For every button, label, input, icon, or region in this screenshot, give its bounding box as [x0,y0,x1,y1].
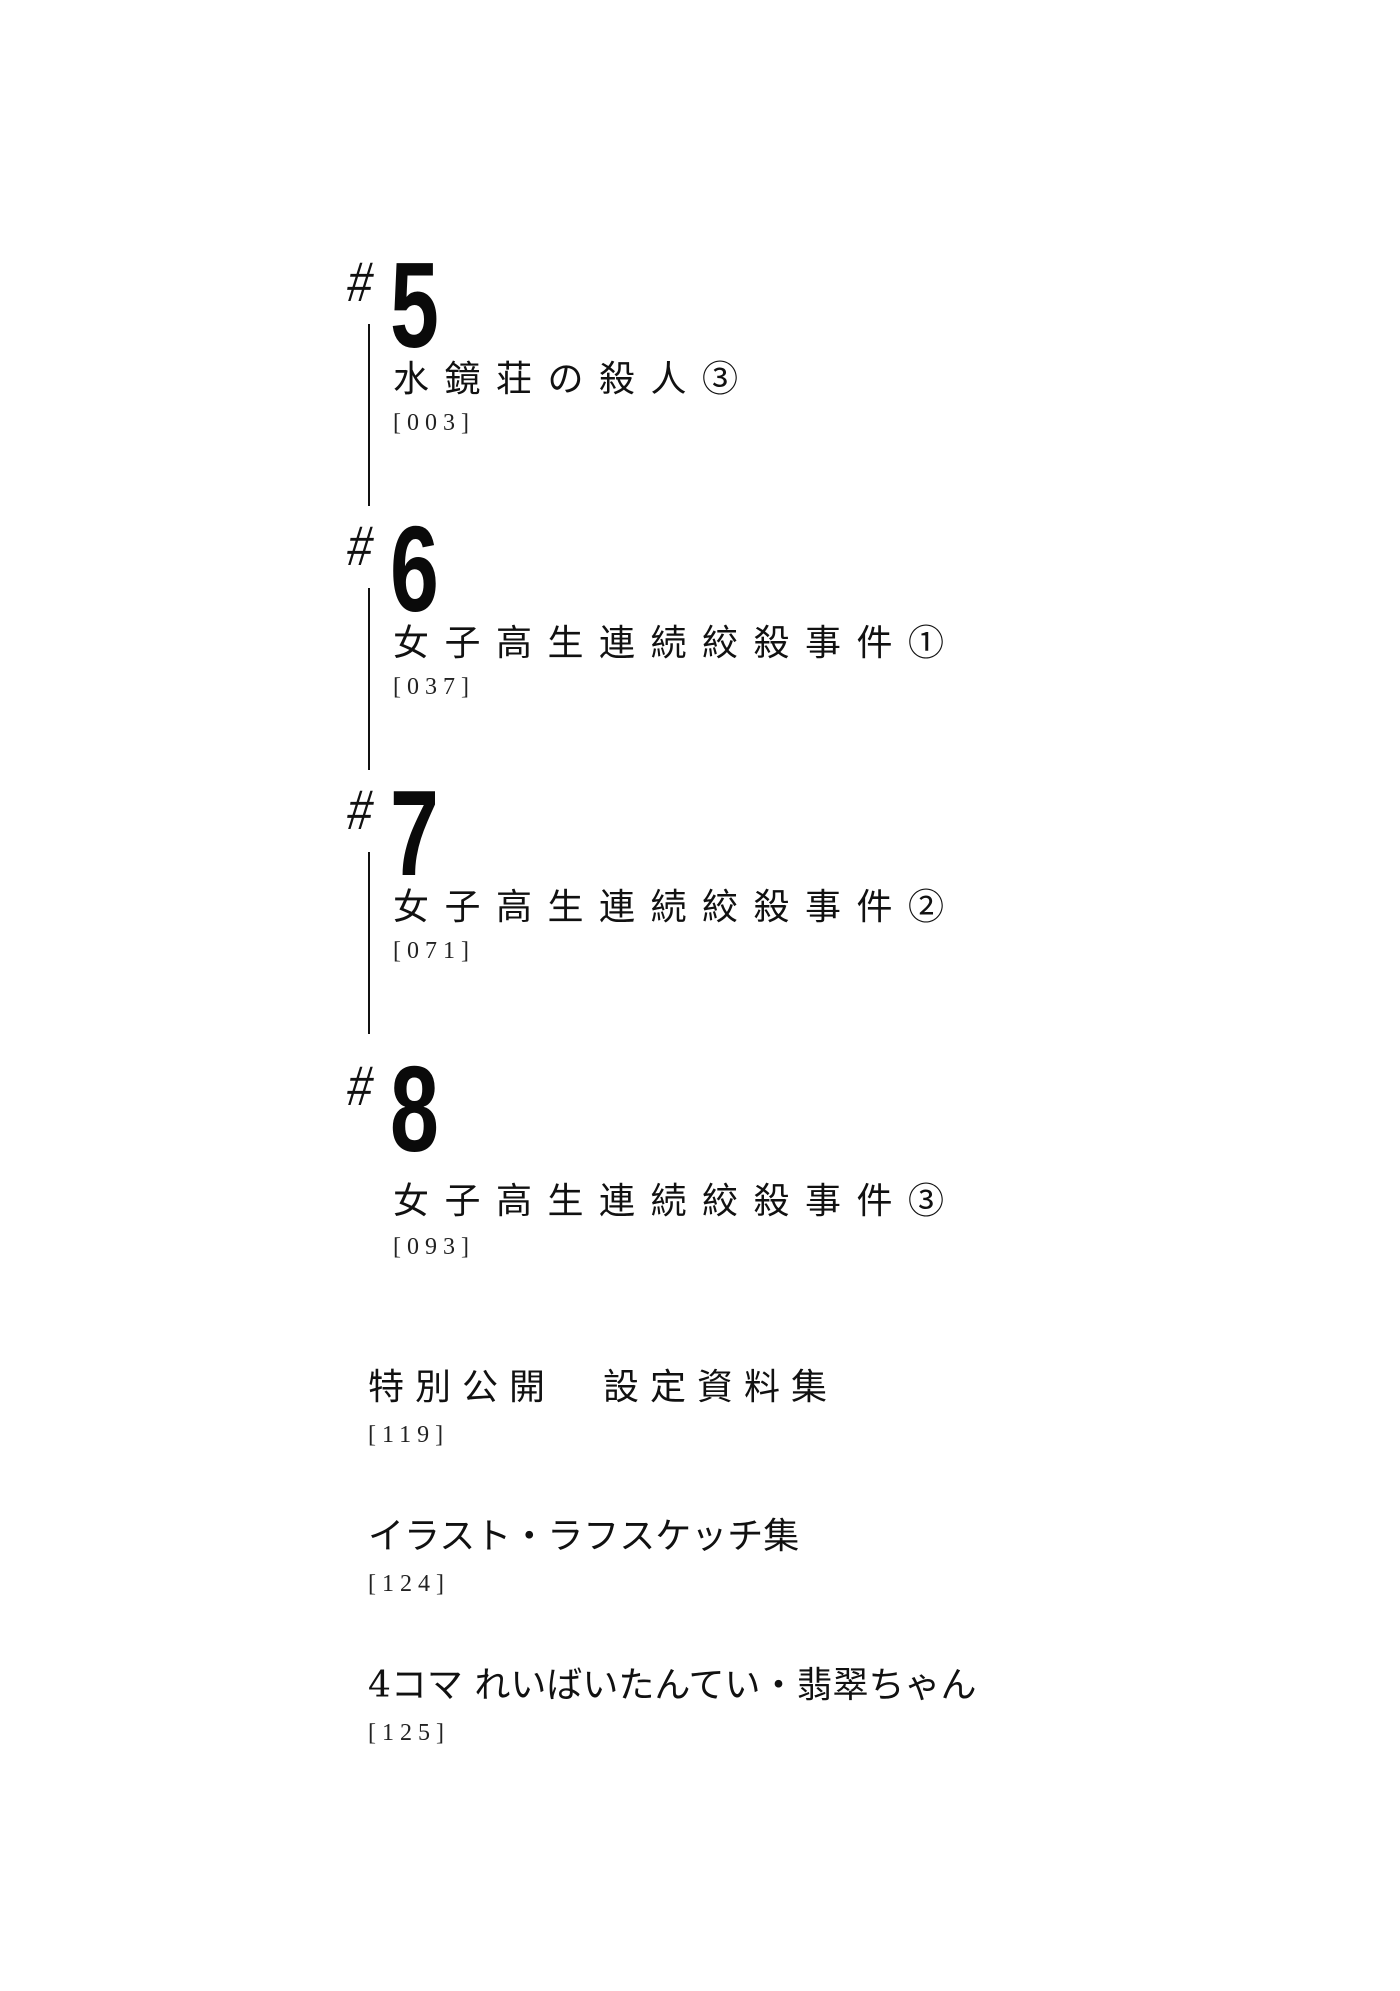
chapter-divider-line [368,588,370,770]
chapter-title: 女子高生連続絞殺事件③ [393,1181,960,1222]
toc-extra-illustration-sketches[interactable]: イラスト・ラフスケッチ集 [124] [368,1515,1268,1599]
chapter-divider-line [368,324,370,506]
chapter-page-number: [093] [393,1234,475,1260]
extra-title: 特別公開 設定資料集 [368,1367,839,1408]
chapter-number: 5 [390,237,439,373]
chapter-title: 水鏡荘の殺人③ [393,359,754,400]
extra-page-number: [124] [368,1571,450,1597]
chapter-divider-line [368,852,370,1034]
toc-chapter-7[interactable]: # 7 女子高生連続絞殺事件② [071] [344,772,1150,1046]
chapter-hash-mark: # [343,1054,378,1117]
toc-extra-4koma[interactable]: 4コマ れいばいたんてい・翡翠ちゃん [125] [368,1664,1268,1748]
chapter-title: 女子高生連続絞殺事件① [393,623,960,664]
toc-chapter-5[interactable]: # 5 水鏡荘の殺人③ [003] [344,244,1150,518]
toc-extra-setting-materials[interactable]: 特別公開 設定資料集 [119] [368,1366,1268,1450]
chapter-page-number: [003] [393,410,475,436]
chapter-page-number: [071] [393,938,475,964]
chapter-page-number: [037] [393,674,475,700]
chapter-number: 7 [390,765,439,901]
toc-chapter-6[interactable]: # 6 女子高生連続絞殺事件① [037] [344,508,1150,782]
extra-page-number: [125] [368,1720,450,1746]
chapter-hash-mark: # [343,250,378,313]
chapter-number: 8 [390,1041,439,1177]
chapter-hash-mark: # [343,778,378,841]
chapter-hash-mark: # [343,514,378,577]
extra-title: 4コマ れいばいたんてい・翡翠ちゃん [368,1665,977,1706]
extra-title: イラスト・ラフスケッチ集 [368,1516,800,1557]
extra-page-number: [119] [368,1422,450,1448]
chapter-title: 女子高生連続絞殺事件② [393,887,960,928]
toc-chapter-8[interactable]: # 8 女子高生連続絞殺事件③ [093] [344,1048,1150,1322]
chapter-number: 6 [390,501,439,637]
